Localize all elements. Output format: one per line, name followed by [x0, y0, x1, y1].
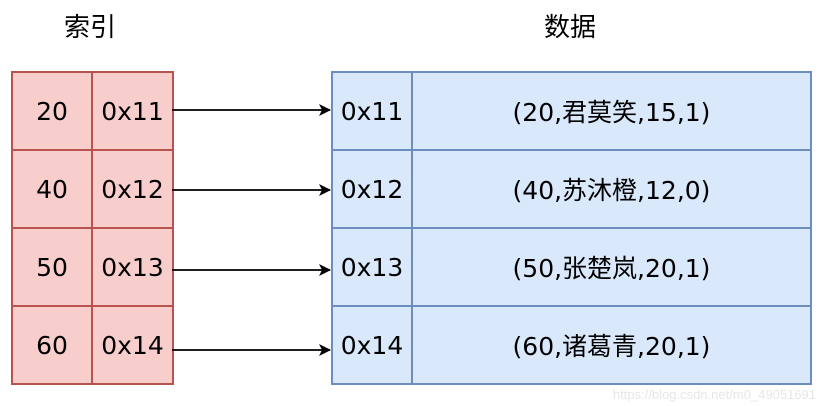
data-record-cell: (60,诸葛青,20,1)	[411, 305, 812, 385]
data-record-cell: (50,张楚岚,20,1)	[411, 227, 812, 307]
data-address-cell: 0x11	[331, 71, 413, 151]
index-key-cell: 20	[11, 71, 93, 151]
data-address-cell: 0x14	[331, 305, 413, 385]
index-table: 20 0x11 40 0x12 50 0x13 60 0x14	[11, 71, 174, 385]
data-record-cell: (20,君莫笑,15,1)	[411, 71, 812, 151]
index-key-cell: 60	[11, 305, 93, 385]
index-row: 20 0x11	[11, 71, 174, 151]
data-address-cell: 0x13	[331, 227, 413, 307]
data-row: 0x11 (20,君莫笑,15,1)	[331, 71, 812, 151]
index-address-cell: 0x14	[91, 305, 174, 385]
index-row: 60 0x14	[11, 305, 174, 385]
data-title: 数据	[543, 13, 596, 43]
watermark: https://blog.csdn.net/m0_49051691	[612, 387, 816, 402]
index-key-cell: 50	[11, 227, 93, 307]
data-table: 0x11 (20,君莫笑,15,1) 0x12 (40,苏沐橙,12,0) 0x…	[331, 71, 812, 385]
data-record-cell: (40,苏沐橙,12,0)	[411, 149, 812, 229]
index-address-cell: 0x12	[91, 149, 174, 229]
data-address-cell: 0x12	[331, 149, 413, 229]
index-row: 40 0x12	[11, 149, 174, 229]
index-key-cell: 40	[11, 149, 93, 229]
data-row: 0x14 (60,诸葛青,20,1)	[331, 305, 812, 385]
index-address-cell: 0x11	[91, 71, 174, 151]
data-row: 0x13 (50,张楚岚,20,1)	[331, 227, 812, 307]
index-row: 50 0x13	[11, 227, 174, 307]
data-row: 0x12 (40,苏沐橙,12,0)	[331, 149, 812, 229]
index-title: 索引	[63, 13, 116, 43]
index-address-cell: 0x13	[91, 227, 174, 307]
